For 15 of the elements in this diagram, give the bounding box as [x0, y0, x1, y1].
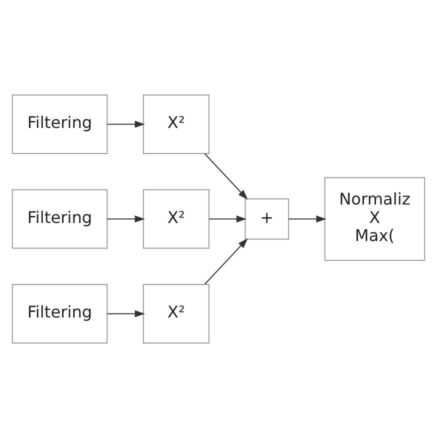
- node-box: Filtering: [12, 284, 108, 343]
- node-box: Filtering: [12, 188, 108, 248]
- arrow: [204, 152, 248, 200]
- node-box: X²: [142, 188, 210, 248]
- node-box: +: [244, 198, 290, 240]
- node-box: Filtering: [12, 94, 108, 154]
- node-box: X²: [142, 284, 210, 343]
- arrow: [107, 120, 145, 128]
- arrow: [288, 214, 326, 222]
- node-box: Normaliz X Max(: [324, 176, 426, 260]
- arrow: [107, 310, 145, 317]
- arrow: [107, 214, 145, 222]
- arrow: [209, 214, 246, 222]
- node-box: X²: [142, 94, 210, 154]
- arrow: [204, 238, 248, 284]
